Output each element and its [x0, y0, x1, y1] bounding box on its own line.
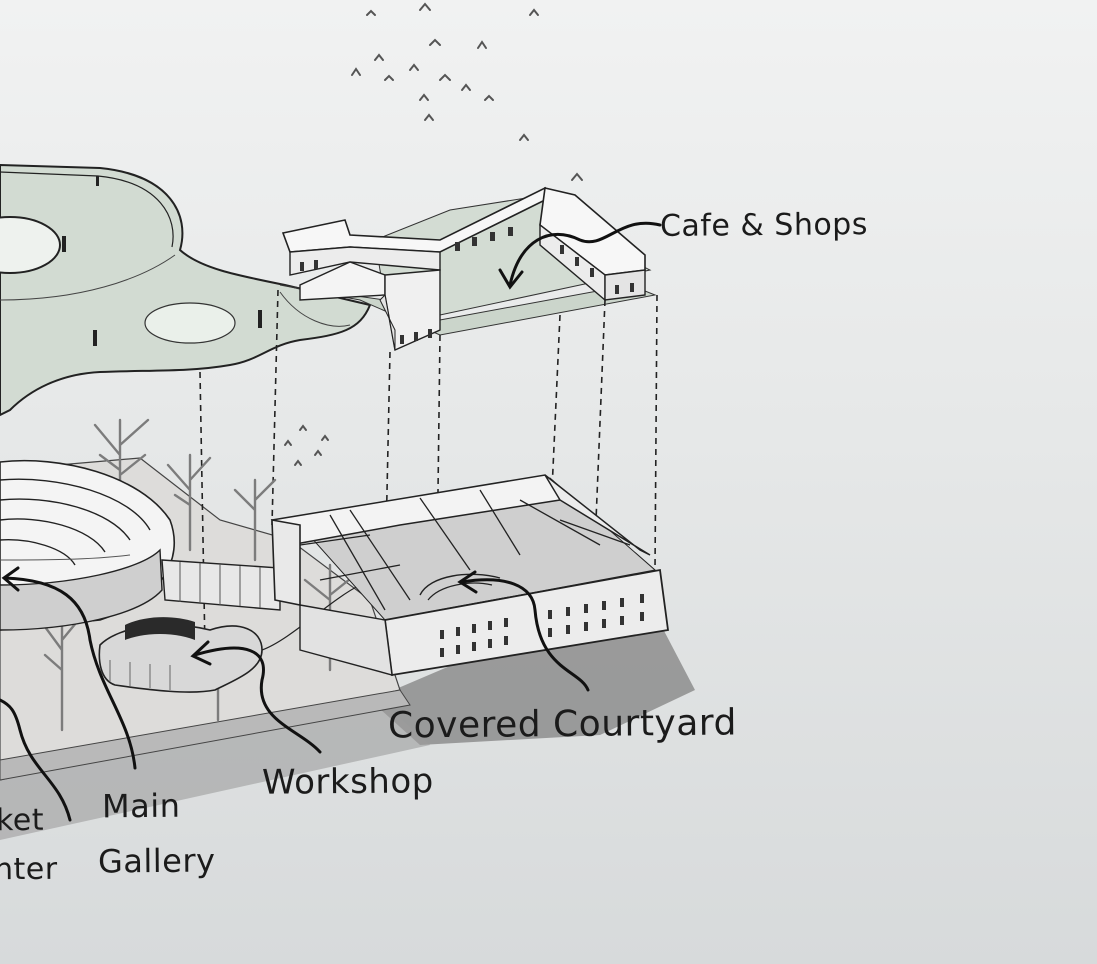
label-covered-courtyard: Covered Courtyard	[387, 702, 738, 747]
birds	[284, 2, 583, 466]
cafe-shops-volume	[279, 186, 657, 352]
label-main-gallery-1: Main	[101, 786, 181, 826]
label-cafe-shops: Cafe & Shops	[659, 207, 869, 244]
label-market-fragment: ket	[0, 802, 45, 839]
workshop-volume	[98, 584, 361, 693]
market-arrow	[0, 698, 72, 822]
label-center-fragment: nter	[0, 851, 58, 888]
courtyard-arrow	[460, 578, 590, 692]
workshop-arrow	[193, 646, 322, 754]
workshop-arrowhead	[190, 640, 212, 666]
roof-level	[0, 163, 468, 417]
gallery-arrowhead	[1, 566, 20, 592]
courtyard-arrowhead	[457, 570, 478, 594]
gallery-arrow	[3, 576, 137, 770]
label-main-gallery-2: Gallery	[97, 841, 216, 881]
main-gallery-volume	[0, 459, 281, 631]
courtyard-building	[270, 474, 670, 677]
cafe-arrow	[508, 221, 662, 287]
cafe-arrowhead	[498, 268, 524, 290]
ground-plate	[0, 457, 695, 840]
leader-arrows	[0, 221, 662, 822]
label-workshop: Workshop	[261, 761, 434, 803]
trees	[38, 418, 357, 732]
